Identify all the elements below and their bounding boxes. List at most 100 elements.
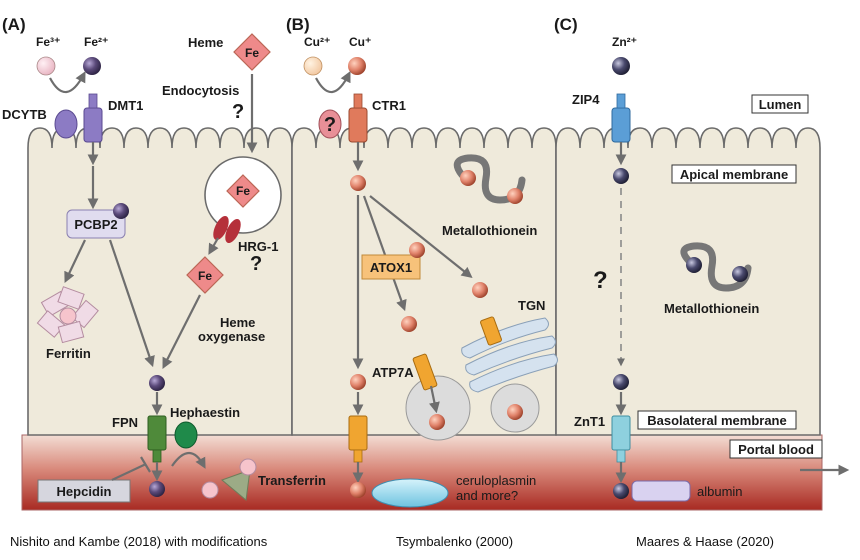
pre-export-zinc xyxy=(613,374,629,390)
cu2-ion xyxy=(303,56,323,76)
copper-reductase xyxy=(318,109,342,139)
hepcidin-label: Hepcidin xyxy=(57,484,112,499)
transferrin-complex xyxy=(201,458,257,501)
lumen-label: Lumen xyxy=(759,97,802,112)
tgn-label: TGN xyxy=(518,298,545,313)
lumen-box xyxy=(751,94,809,114)
heme-diamond xyxy=(233,33,271,71)
dmt1-label: DMT1 xyxy=(108,98,143,113)
caption-a: Nishito and Kambe (2018) with modificati… xyxy=(10,534,268,549)
cytosolic-heme xyxy=(186,256,224,294)
basolateral-membrane-box xyxy=(637,410,797,430)
fpn-label: FPN xyxy=(112,415,138,430)
hepcidin-inhibition xyxy=(111,463,147,481)
transferrin-label: Transferrin xyxy=(258,473,326,488)
panel-tag-c: (C) xyxy=(554,15,578,34)
heme-oxygenase-label-2: oxygenase xyxy=(198,329,265,344)
tgn-atp7a xyxy=(480,316,502,346)
zn-ion xyxy=(612,57,630,75)
atox1-box xyxy=(361,254,421,280)
hephaestin-protein xyxy=(174,421,198,449)
copper-reductase-question: ? xyxy=(324,114,336,136)
fe3-ion xyxy=(36,56,56,76)
atp7a-label: ATP7A xyxy=(372,365,414,380)
cu1-ion xyxy=(348,57,366,75)
pcbp2-to-fpn-arrow xyxy=(108,239,155,368)
zinc-question: ? xyxy=(593,267,608,294)
copper-to-atox1-arrow xyxy=(362,195,407,312)
copper-reduction-arrow xyxy=(315,71,351,94)
ctr1-label: CTR1 xyxy=(372,98,406,113)
pcbp2-bound-iron xyxy=(113,203,129,219)
fe2-label: Fe²⁺ xyxy=(84,35,108,49)
heme-oxygenase-arrow xyxy=(162,294,201,369)
hepcidin-box xyxy=(37,479,131,503)
pcbp2-box xyxy=(66,209,126,239)
dmt1-transporter xyxy=(83,107,103,143)
endocytosis-label: Endocytosis xyxy=(162,83,239,98)
vesicle-import-arrow xyxy=(429,385,440,414)
ferritin-label: Ferritin xyxy=(46,346,91,361)
panel-tag-b: (B) xyxy=(286,15,310,34)
cytosolic-zinc xyxy=(613,168,629,184)
hrg1-arrow xyxy=(208,237,219,255)
dcytb-label: DCYTB xyxy=(2,107,47,122)
copper-to-tgn-arrow xyxy=(369,195,473,279)
basolateral-membrane-label: Basolateral membrane xyxy=(647,413,786,428)
vesicle-1-copper xyxy=(429,414,445,430)
endocytosis-question: ? xyxy=(232,101,244,123)
endosome-fe-label: Fe xyxy=(236,184,250,198)
znt1-label: ZnT1 xyxy=(574,414,605,429)
tgn-stack xyxy=(461,317,558,393)
metallothionein-b xyxy=(453,154,526,204)
atox1-bound-copper xyxy=(409,242,425,258)
hrg1-label: HRG-1 xyxy=(238,239,278,254)
panel-tag-a: (A) xyxy=(2,15,26,34)
vesicle-2-copper xyxy=(507,404,523,420)
portal-blood-label: Portal blood xyxy=(738,442,814,457)
ceruloplasmin-label-2: and more? xyxy=(456,488,518,503)
iron-pre-export xyxy=(149,375,165,391)
albumin-label: albumin xyxy=(697,484,743,499)
ceruloplasmin-label-1: ceruloplasmin xyxy=(456,473,536,488)
metallothionein-c-label: Metallothionein xyxy=(664,301,759,316)
hrg1-question: ? xyxy=(250,253,262,275)
atox1-label: ATOX1 xyxy=(370,260,412,275)
metallothionein-c xyxy=(680,242,752,292)
vesicle-1 xyxy=(405,375,471,441)
pre-export-copper xyxy=(350,374,366,390)
pcbp2-label: PCBP2 xyxy=(74,217,117,232)
hephaestin-oxidation-arrow xyxy=(171,451,206,469)
portal-blood-box xyxy=(729,439,823,459)
znt1-transporter xyxy=(611,415,631,451)
fpn-transporter xyxy=(147,415,167,451)
zip4-transporter xyxy=(611,107,631,143)
caption-c: Maares & Haase (2020) xyxy=(636,534,774,549)
exported-copper xyxy=(350,482,366,498)
ferritin-cluster xyxy=(36,286,99,344)
dcytb-protein xyxy=(54,109,78,139)
heme-fe-label: Fe xyxy=(245,46,259,60)
zip4-label: ZIP4 xyxy=(572,92,600,107)
cu1-label: Cu⁺ xyxy=(349,35,371,49)
ceruloplasmin-shape xyxy=(371,478,449,508)
cu2-label: Cu²⁺ xyxy=(304,35,330,49)
atox1-released-copper xyxy=(401,316,417,332)
heme-label: Heme xyxy=(188,35,223,50)
exported-iron xyxy=(149,481,165,497)
cytosolic-heme-fe-label: Fe xyxy=(198,269,212,283)
caption-b: Tsymbalenko (2000) xyxy=(396,534,513,549)
tgn-copper xyxy=(472,282,488,298)
cytosolic-copper xyxy=(350,175,366,191)
apical-membrane-box xyxy=(671,164,797,184)
albumin-shape xyxy=(631,480,691,502)
apical-membrane-label: Apical membrane xyxy=(680,167,788,182)
metallothionein-b-label: Metallothionein xyxy=(442,223,537,238)
zn-label: Zn²⁺ xyxy=(612,35,637,49)
ctr1-transporter xyxy=(348,107,368,143)
pcbp2-to-ferritin-arrow xyxy=(64,239,86,283)
endosome-heme xyxy=(226,174,260,208)
fe2-ion xyxy=(83,57,101,75)
exported-zinc xyxy=(613,483,629,499)
